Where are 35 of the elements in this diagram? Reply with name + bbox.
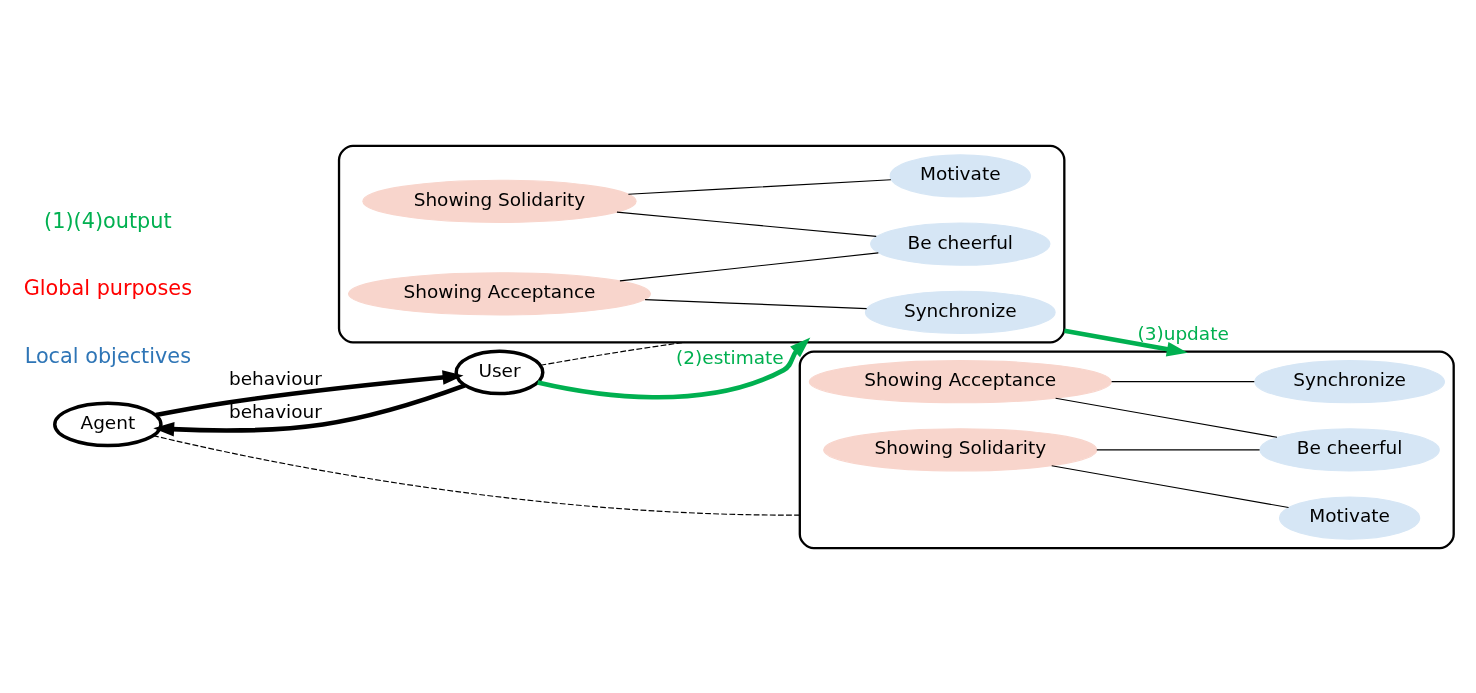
connector: [1051, 464, 1290, 508]
connector: [1055, 397, 1278, 438]
connector: [540, 341, 686, 366]
node-ellipse: Be cheerful: [1259, 427, 1440, 472]
node-ellipse: Motivate: [1278, 495, 1421, 540]
arrow: [1063, 328, 1188, 356]
connector: [152, 434, 801, 516]
connector: [616, 211, 877, 237]
label: (1)(4)output: [44, 208, 172, 233]
node-ellipse: Agent: [53, 401, 163, 447]
node-ellipse: Showing Solidarity: [362, 179, 637, 223]
arrow: [155, 369, 464, 417]
arrow: [153, 382, 466, 437]
node-ellipse: Be cheerful: [870, 221, 1051, 266]
node-ellipse: Synchronize: [864, 290, 1056, 334]
cluster: [798, 349, 1455, 549]
node-ellipse: Showing Acceptance: [808, 359, 1112, 403]
node-ellipse: User: [454, 349, 545, 395]
edge-label: (2)estimate: [676, 346, 784, 368]
edge-label: behaviour: [229, 367, 322, 389]
edge-label: behaviour: [229, 400, 322, 422]
connector: [619, 251, 879, 281]
node-ellipse: Synchronize: [1254, 359, 1446, 403]
edge-label: (3)update: [1137, 322, 1229, 344]
connector: [627, 178, 892, 195]
arrow: [537, 337, 811, 400]
cluster: [337, 144, 1066, 344]
connector: [1096, 448, 1261, 450]
label: Global purposes: [23, 275, 192, 300]
node-ellipse: Showing Acceptance: [347, 271, 652, 316]
connector: [1111, 380, 1255, 382]
node-ellipse: Motivate: [889, 153, 1031, 198]
connector: [644, 298, 868, 309]
label: Local objectives: [24, 342, 192, 367]
node-ellipse: Showing Solidarity: [823, 427, 1098, 472]
